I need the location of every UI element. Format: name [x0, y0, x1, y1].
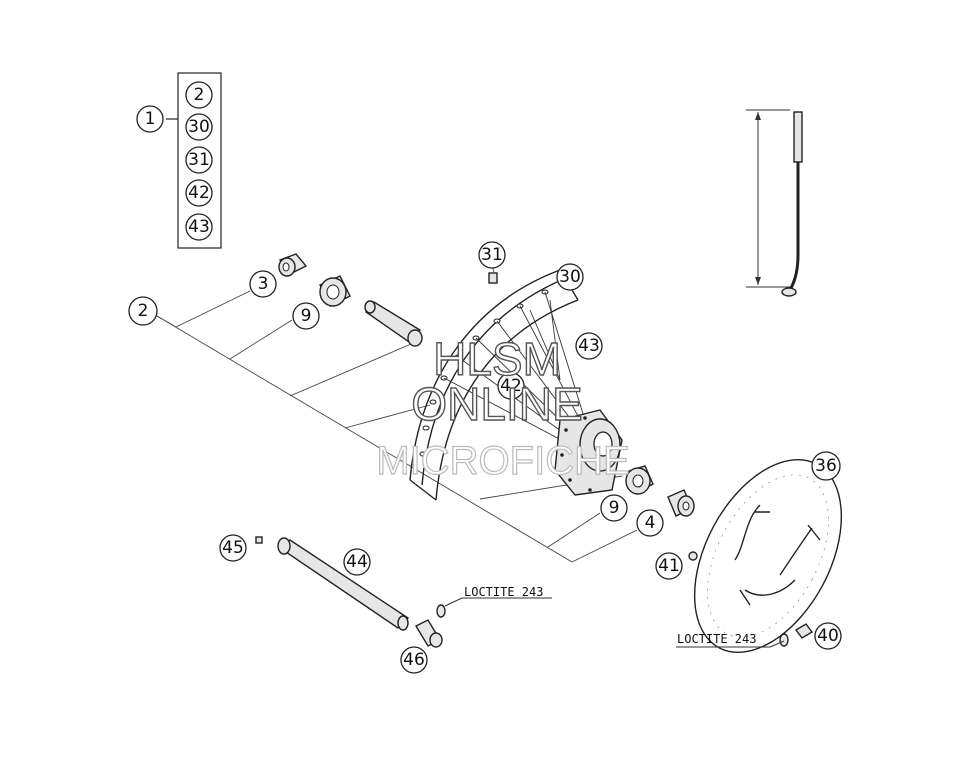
- svg-text:43: 43: [578, 336, 600, 356]
- callout-31[interactable]: 31: [478, 241, 506, 269]
- svg-text:9: 9: [301, 306, 312, 326]
- callout-44[interactable]: 44: [343, 548, 371, 576]
- wheel-hub: [554, 409, 623, 496]
- hub-nut: [688, 551, 698, 561]
- callout-kit-item[interactable]: 2: [185, 81, 213, 109]
- spoke-illustration: [746, 109, 803, 297]
- axle-bolt: [415, 619, 443, 648]
- callout-30[interactable]: 30: [556, 263, 584, 291]
- callout-kit-main[interactable]: 1: [136, 105, 164, 133]
- svg-text:LOCTITE 243: LOCTITE 243: [677, 632, 756, 646]
- kit-group: 1 2 30 31 42 43: [136, 72, 222, 249]
- callout-9-right[interactable]: 9: [600, 494, 628, 522]
- bearing-right: [625, 465, 654, 495]
- spoke-nipple: [488, 272, 498, 284]
- front-axle: [277, 537, 410, 631]
- disc-screw: [779, 623, 814, 647]
- svg-text:40: 40: [817, 626, 839, 646]
- svg-text:MICROFICHE: MICROFICHE: [376, 439, 629, 483]
- axle-clamp-plug: [255, 536, 263, 544]
- callout-2[interactable]: 2: [128, 296, 158, 326]
- svg-text:44: 44: [346, 552, 368, 572]
- hub-sleeve: [364, 300, 423, 347]
- callout-40[interactable]: 40: [814, 622, 842, 650]
- svg-text:3: 3: [258, 274, 269, 294]
- axle-washer: [436, 604, 446, 618]
- bearing-left: [319, 275, 351, 307]
- svg-text:2: 2: [194, 85, 205, 105]
- callout-kit-item[interactable]: 43: [185, 213, 213, 241]
- loctite-note-axle: LOCTITE 243: [444, 585, 552, 607]
- callout-kit-item[interactable]: 31: [185, 146, 213, 174]
- svg-text:1: 1: [145, 109, 156, 129]
- callout-43[interactable]: 43: [575, 332, 603, 360]
- svg-text:ONLINE: ONLINE: [411, 378, 582, 430]
- svg-text:30: 30: [559, 267, 581, 287]
- wheel-rim: [409, 269, 579, 501]
- svg-text:2: 2: [138, 301, 149, 321]
- callout-9-left[interactable]: 9: [292, 302, 320, 330]
- callout-3[interactable]: 3: [249, 270, 277, 298]
- callout-42[interactable]: 42: [497, 372, 525, 400]
- callout-kit-item[interactable]: 42: [185, 179, 213, 207]
- brake-disc: [693, 458, 843, 654]
- svg-text:HLSM: HLSM: [433, 333, 561, 385]
- loctite-note-disc: LOCTITE 243: [676, 632, 785, 648]
- callout-46[interactable]: 46: [400, 646, 428, 674]
- spacer-right: [667, 489, 695, 517]
- spacer-left: [278, 253, 308, 277]
- leader-lines: [156, 258, 638, 563]
- svg-text:4: 4: [645, 513, 656, 533]
- svg-text:42: 42: [500, 376, 522, 396]
- watermark: HLSM ONLINE MICROFICHE: [376, 332, 631, 483]
- svg-text:46: 46: [403, 650, 425, 670]
- callout-36[interactable]: 36: [811, 451, 841, 481]
- svg-text:LOCTITE 243: LOCTITE 243: [464, 585, 543, 599]
- svg-text:42: 42: [188, 183, 210, 203]
- callout-41[interactable]: 41: [655, 552, 683, 580]
- callout-4[interactable]: 4: [636, 509, 664, 537]
- svg-text:36: 36: [815, 456, 837, 476]
- svg-text:31: 31: [481, 245, 503, 265]
- callout-45[interactable]: 45: [219, 534, 247, 562]
- svg-text:45: 45: [222, 538, 244, 558]
- svg-text:41: 41: [658, 556, 680, 576]
- svg-text:43: 43: [188, 217, 210, 237]
- svg-text:30: 30: [188, 117, 210, 137]
- svg-text:9: 9: [609, 498, 620, 518]
- callout-kit-item[interactable]: 30: [185, 113, 213, 141]
- svg-text:31: 31: [188, 150, 210, 170]
